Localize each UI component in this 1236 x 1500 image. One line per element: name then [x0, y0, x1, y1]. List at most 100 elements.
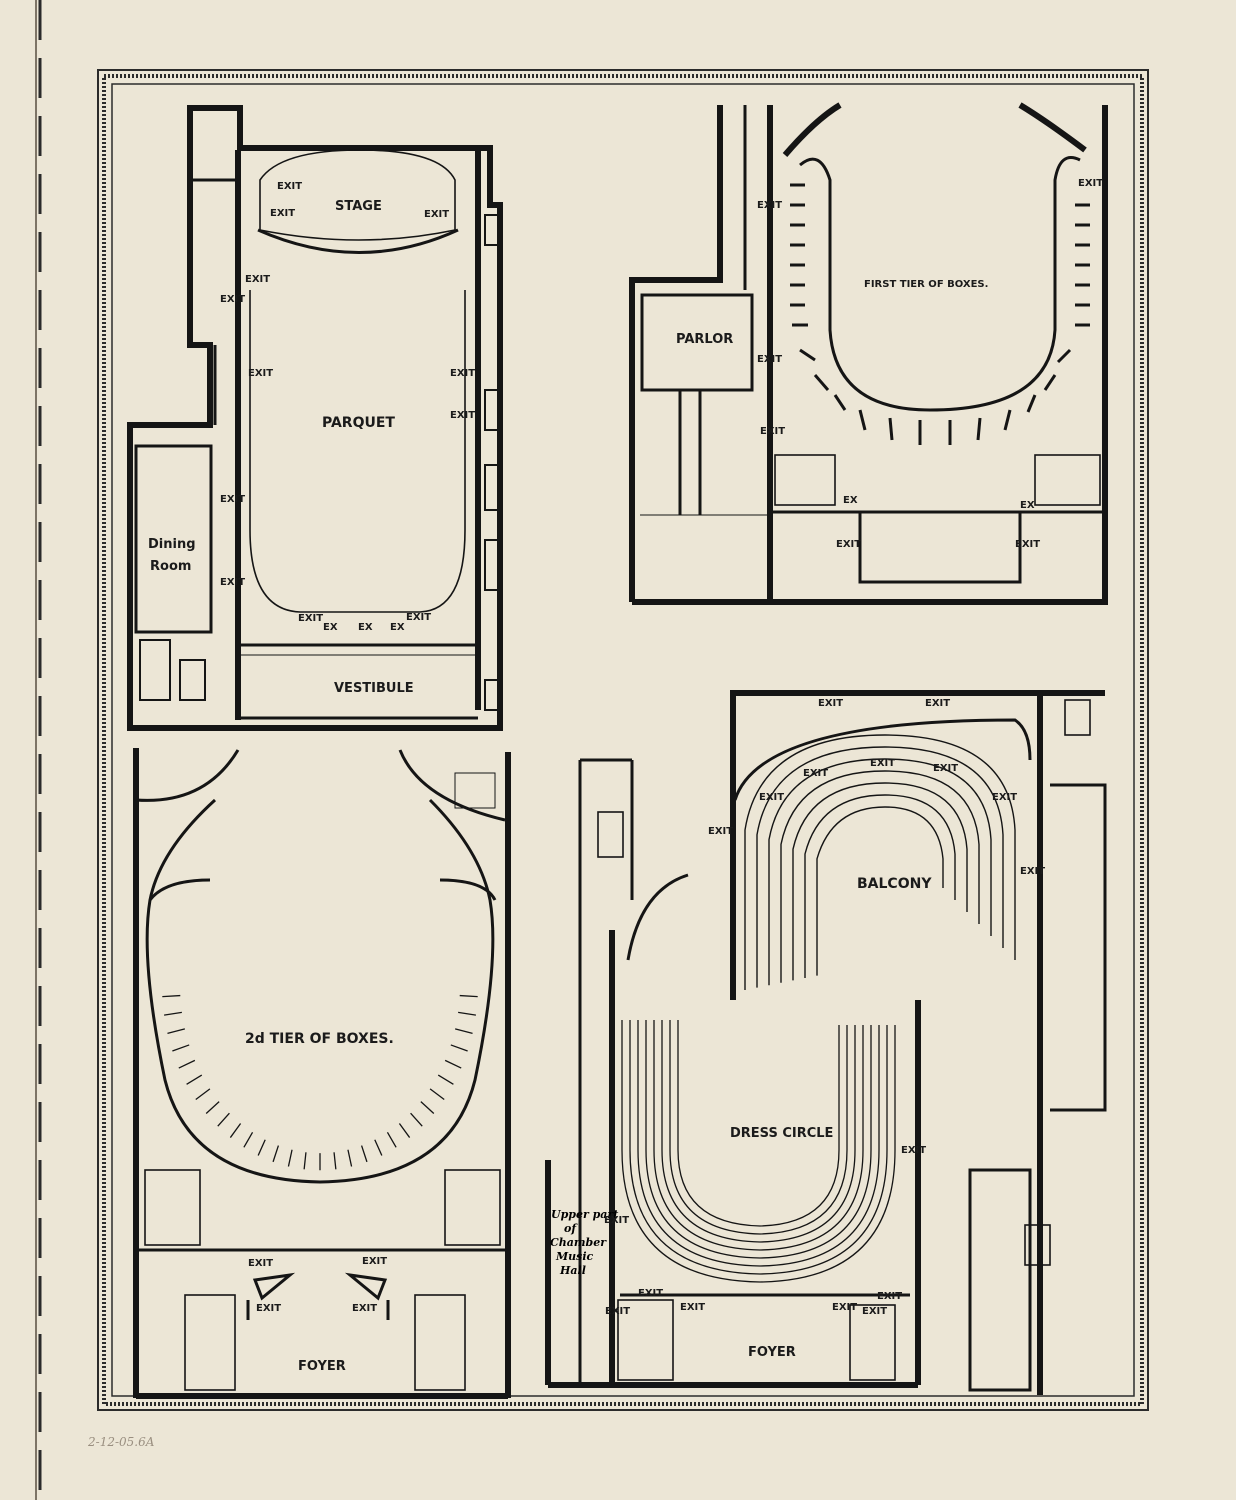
page-border [97, 69, 1149, 1411]
exit-label: EX [843, 495, 858, 506]
box-partition [347, 1149, 353, 1167]
seating-row [816, 806, 944, 976]
first-tier-title: FIRST TIER OF BOXES. [864, 279, 988, 290]
box-partition [458, 1011, 476, 1016]
parquet-outer-wall [127, 105, 503, 731]
seating-row [653, 1020, 864, 1251]
box-partition [444, 1059, 462, 1069]
parlor-walls [640, 293, 754, 392]
box-partition [186, 1074, 203, 1085]
exit-label: EX [358, 622, 373, 633]
second-tier-title: 2d TIER OF BOXES. [245, 1031, 394, 1047]
box-partition [217, 1112, 230, 1127]
box-partition [398, 1123, 411, 1138]
exit-label: EX [390, 622, 405, 633]
box-partition [172, 1044, 190, 1052]
box-partition [178, 1059, 196, 1069]
chamber-note-line: Upper part [551, 1208, 618, 1221]
parquet-label: PARQUET [322, 415, 395, 431]
dining-room-label-2: Room [150, 559, 191, 574]
seating-row [621, 1020, 896, 1283]
second-tier-floor-plan: 2d TIER OF BOXES. FOYER EXIT EXIT EXIT E… [133, 748, 511, 1399]
dress-circle-label: DRESS CIRCLE [730, 1126, 833, 1141]
chamber-note-line: Chamber [550, 1236, 607, 1249]
box-partition [374, 1139, 383, 1156]
seating-row [677, 1020, 840, 1227]
stair-upper [597, 811, 624, 858]
seating-row [804, 794, 956, 978]
stair-foyer-left [184, 1294, 236, 1391]
exit-label: EXIT [832, 1302, 857, 1313]
exit-label: EXIT [245, 274, 270, 285]
stair-left [144, 1169, 201, 1246]
seating-row [661, 1020, 856, 1243]
exit-label: EXIT [362, 1256, 387, 1267]
box-partition [195, 1088, 211, 1100]
exit-label: EXIT [220, 294, 245, 305]
first-tier-floor-plan: FIRST TIER OF BOXES. PARLOR EXIT EXIT EX… [629, 102, 1108, 605]
box-partition [272, 1145, 280, 1163]
parquet-floor-plan: STAGE PARQUET VESTIBULE Dining Room EXIT… [127, 105, 503, 731]
stage-label: STAGE [335, 199, 382, 214]
box-partition [167, 1028, 186, 1034]
exit-label: EXIT [818, 698, 843, 709]
seating-row [756, 746, 1004, 988]
exit-label: EXIT [450, 368, 475, 379]
chamber-note-line: Music [555, 1250, 594, 1263]
exit-label: EXIT [877, 1291, 902, 1302]
exit-label: EXIT [450, 410, 475, 421]
exit-label: EXIT [248, 1258, 273, 1269]
box-partition [205, 1101, 220, 1114]
exit-label: EXIT [933, 763, 958, 774]
box-partition [287, 1149, 293, 1167]
box-partition [257, 1139, 266, 1156]
seating-row [629, 1020, 888, 1275]
exit-label: EXIT [256, 1303, 281, 1314]
box-partition [333, 1152, 337, 1170]
exit-label: EXIT [680, 1302, 705, 1313]
box-partition [243, 1132, 254, 1148]
first-tier-horseshoe [799, 156, 1081, 412]
exit-label: EXIT [1078, 178, 1103, 189]
exit-label: EXIT [901, 1145, 926, 1156]
exit-label: EXIT [757, 200, 782, 211]
box-partition [410, 1112, 423, 1127]
exit-label: EXIT [248, 368, 273, 379]
parquet-stairs [139, 214, 500, 711]
box-partition [164, 1011, 182, 1016]
exit-label: EXIT [270, 208, 295, 219]
dress-circle-seating-rows [621, 1020, 896, 1283]
stair-service [1024, 1224, 1051, 1266]
stair-left [774, 454, 836, 506]
box-partition [429, 1088, 445, 1100]
stair-balcony [1064, 699, 1091, 736]
exit-label: EXIT [803, 768, 828, 779]
box-partition [459, 994, 478, 998]
exit-label: EXIT [759, 792, 784, 803]
stage-outline [259, 149, 456, 241]
stair-right [444, 1169, 501, 1246]
box-partition [437, 1074, 454, 1085]
seating-row [768, 758, 992, 986]
stair-left [617, 1299, 674, 1381]
box-partition [454, 1028, 473, 1034]
exit-label: EXIT [870, 758, 895, 769]
stair-right [849, 1304, 896, 1381]
exit-label: EXIT [862, 1306, 887, 1317]
exit-label: EXIT [708, 826, 733, 837]
first-tier-box-partitions [790, 183, 1090, 445]
exit-label: EX [323, 622, 338, 633]
exit-label: EXIT [406, 612, 431, 623]
foyer-label: FOYER [298, 1359, 346, 1374]
seating-row [744, 734, 1016, 990]
stair-foyer-right [414, 1294, 466, 1391]
exit-label: EXIT [638, 1288, 663, 1299]
exit-label: EXIT [277, 181, 302, 192]
second-tier-horseshoe [145, 798, 495, 1184]
box-partition [229, 1123, 242, 1138]
seating-row [669, 1020, 848, 1235]
chamber-note-line: of [564, 1222, 578, 1235]
exit-label: EXIT [220, 494, 245, 505]
balcony-label: BALCONY [857, 876, 932, 892]
